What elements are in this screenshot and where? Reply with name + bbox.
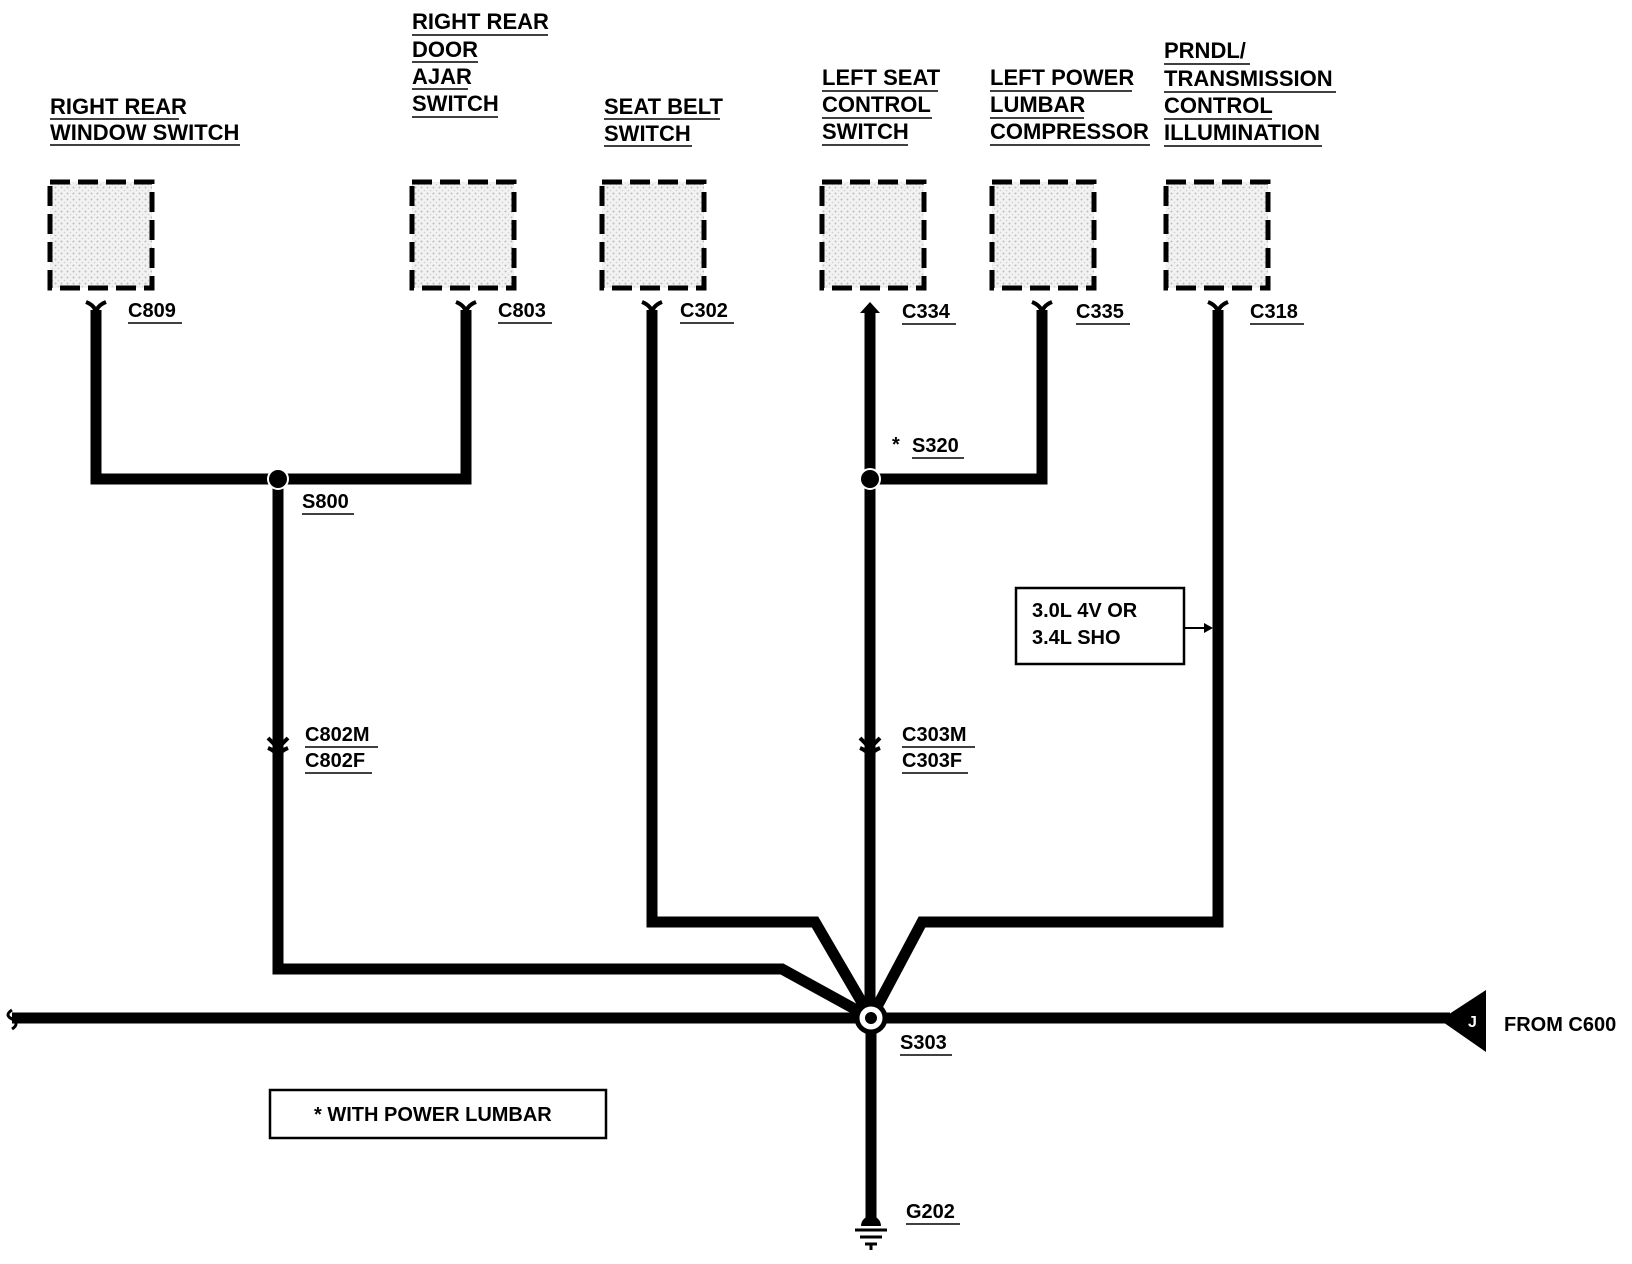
wires: [12, 308, 1450, 1218]
inline-connector-c303: C303M C303F: [858, 724, 975, 774]
component-label-right-rear-window-switch: RIGHT REAR WINDOW SWITCH: [50, 94, 240, 146]
label-line: COMPRESSOR: [990, 119, 1149, 144]
label-line: CONTROL: [1164, 93, 1273, 118]
label-line: TRANSMISSION: [1164, 66, 1333, 91]
wire-c318: [866, 310, 1224, 1021]
source-connector-c600: J FROM C600: [1440, 990, 1616, 1052]
connector-label-c809: C809: [128, 300, 176, 322]
label-line: DOOR: [412, 37, 478, 62]
connector-terminal-c334: [860, 302, 880, 313]
component-box-c334: [819, 179, 927, 291]
label-line: RIGHT REAR: [50, 94, 187, 119]
label-line: SWITCH: [822, 119, 909, 144]
source-label: FROM C600: [1504, 1014, 1616, 1036]
label-line: PRNDL/: [1164, 38, 1246, 63]
engine-note-line: 3.4L SHO: [1032, 627, 1121, 649]
connector-label-c318: C318: [1250, 301, 1298, 323]
component-label-left-seat-control-switch: LEFT SEAT CONTROL SWITCH: [822, 65, 941, 146]
label-line: CONTROL: [822, 92, 931, 117]
inline-connector-label-c303f: C303F: [902, 750, 962, 772]
label-line: RIGHT REAR: [412, 9, 549, 34]
splice-label-s320: S320: [912, 435, 959, 457]
inline-connector-label-c802f: C802F: [305, 750, 365, 772]
wire-c335: [870, 310, 1048, 485]
wire-c803: [278, 310, 472, 485]
component-label-left-power-lumbar-compressor: LEFT POWER LUMBAR COMPRESSOR: [990, 65, 1150, 146]
label-line: SEAT BELT: [604, 94, 724, 119]
component-box-c809: [47, 179, 155, 291]
engine-note-line: 3.0L 4V OR: [1032, 600, 1138, 622]
wire-s800-s303: [272, 479, 874, 1023]
label-line: AJAR: [412, 64, 472, 89]
splice-label-s800: S800: [302, 491, 349, 513]
connector-label-c302: C302: [680, 300, 728, 322]
inline-connector-c802: C802M C802F: [266, 724, 378, 774]
engine-note-box: 3.0L 4V OR 3.4L SHO: [1014, 586, 1213, 666]
component-box-c318: [1163, 179, 1271, 291]
label-line: ILLUMINATION: [1164, 120, 1320, 145]
ground-label-g202: G202: [906, 1201, 955, 1223]
label-line: LEFT POWER: [990, 65, 1134, 90]
splice-s800: S800: [267, 468, 354, 515]
ground-g202: G202: [855, 1201, 960, 1250]
inline-connector-label-c802m: C802M: [305, 724, 369, 746]
legend-box: * WITH POWER LUMBAR: [268, 1088, 608, 1140]
source-connector-letter: J: [1468, 1014, 1477, 1031]
splice-s303: S303: [854, 1001, 952, 1056]
label-line: LUMBAR: [990, 92, 1085, 117]
connector-label-c803: C803: [498, 300, 546, 322]
bus-end-squiggle: [6, 1008, 18, 1031]
label-line: SWITCH: [604, 121, 691, 146]
connector-label-c334: C334: [902, 301, 951, 323]
splice-label-s303: S303: [900, 1032, 947, 1054]
component-label-right-rear-door-ajar-switch: RIGHT REAR DOOR AJAR SWITCH: [412, 9, 549, 118]
wire-c302: [646, 310, 876, 1021]
splice-marker-s320: *: [892, 434, 900, 456]
label-line: SWITCH: [412, 91, 499, 116]
label-line: LEFT SEAT: [822, 65, 941, 90]
component-box-c803: [409, 179, 517, 291]
connector-label-c335: C335: [1076, 301, 1124, 323]
component-box-c335: [989, 179, 1097, 291]
label-line: WINDOW SWITCH: [50, 120, 239, 145]
component-box-c302: [599, 179, 707, 291]
inline-connector-label-c303m: C303M: [902, 724, 966, 746]
component-label-seat-belt-switch: SEAT BELT SWITCH: [604, 94, 724, 147]
component-label-prndl-transmission-control-illumination: PRNDL/ TRANSMISSION CONTROL ILLUMINATION: [1164, 38, 1336, 147]
wire-c809: [90, 310, 278, 485]
splice-s320: * S320: [859, 434, 964, 490]
legend-text: * WITH POWER LUMBAR: [314, 1104, 552, 1126]
connector-terminals: [85, 300, 1229, 315]
